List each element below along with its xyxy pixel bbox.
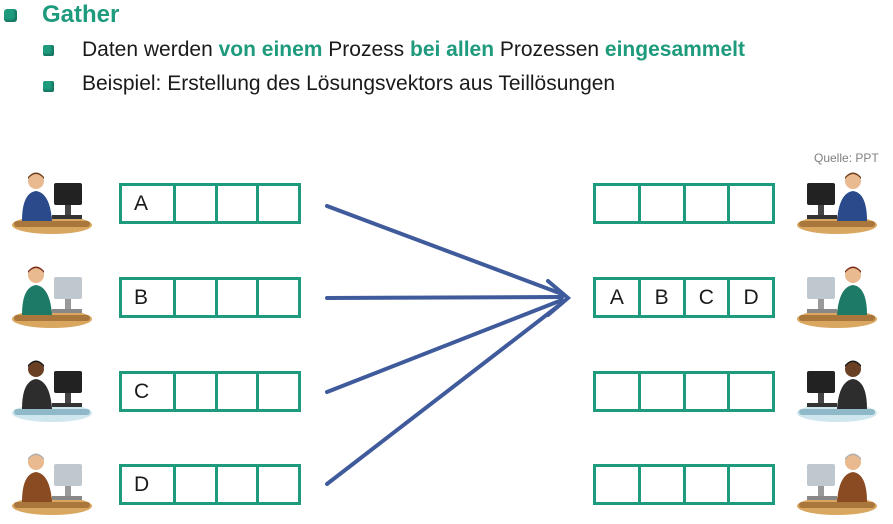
arrow-b [325, 295, 564, 300]
vector-cell [259, 467, 298, 502]
vector-cell [641, 467, 686, 502]
vector-cell [176, 374, 218, 409]
vector-cell [218, 374, 260, 409]
vector-cell: B [641, 280, 686, 315]
arrow-c [325, 298, 564, 394]
person-icon [12, 266, 92, 328]
vector-cell [686, 467, 731, 502]
person-icon [12, 453, 92, 515]
line1-highlight-3: eingesammelt [604, 38, 745, 61]
left-vector-4: D [119, 464, 301, 505]
bullet-line-2: Beispiel: Erstellung des Lösungsvektors … [82, 72, 616, 95]
arrow-head [546, 279, 572, 317]
vector-cell: C [122, 374, 176, 409]
vector-cell [596, 467, 641, 502]
vector-cell [596, 374, 641, 409]
vector-cell [730, 374, 772, 409]
vector-cell [259, 280, 298, 315]
person-icon [797, 360, 877, 422]
person-icon [797, 172, 877, 234]
line1-highlight-2: bei allen [410, 38, 495, 61]
vector-cell: B [122, 280, 176, 315]
vector-cell: C [686, 280, 731, 315]
vector-cell: A [596, 280, 641, 315]
right-vector-1 [593, 183, 775, 224]
vector-cell [176, 467, 218, 502]
vector-cell [218, 186, 260, 221]
bullet-line-1: Daten werden von einem Prozess bei allen… [82, 38, 745, 62]
vector-cell [218, 467, 260, 502]
left-vector-2: B [119, 277, 301, 318]
line1-text-1: Daten werden [82, 38, 219, 61]
vector-cell [259, 186, 298, 221]
vector-cell [176, 186, 218, 221]
vector-cell [686, 186, 731, 221]
vector-cell [686, 374, 731, 409]
person-icon [797, 453, 877, 515]
arrow-d [325, 301, 564, 486]
heading-bullet-icon [4, 9, 17, 22]
vector-cell [641, 186, 686, 221]
line1-text-3: Prozessen [494, 38, 605, 61]
left-vector-3: C [119, 371, 301, 412]
bullet-icon [43, 45, 54, 56]
line1-highlight-1: von einem [218, 38, 323, 61]
vector-cell [596, 186, 641, 221]
bullet-icon [43, 81, 54, 92]
arrow-a [325, 204, 564, 296]
vector-cell [641, 374, 686, 409]
right-vector-2: A B C D [593, 277, 775, 318]
vector-cell [176, 280, 218, 315]
right-vector-3 [593, 371, 775, 412]
vector-cell [730, 467, 772, 502]
vector-cell [730, 186, 772, 221]
person-icon [12, 172, 92, 234]
person-icon [797, 266, 877, 328]
right-vector-4 [593, 464, 775, 505]
page-title: Gather [42, 1, 120, 28]
vector-cell: D [122, 467, 176, 502]
vector-cell [218, 280, 260, 315]
vector-cell [259, 374, 298, 409]
person-icon [12, 360, 92, 422]
source-note: Quelle: PPT [814, 151, 879, 165]
vector-cell: A [122, 186, 176, 221]
vector-cell: D [743, 285, 759, 309]
left-vector-1: A [119, 183, 301, 224]
line1-text-2: Prozess [322, 38, 410, 61]
